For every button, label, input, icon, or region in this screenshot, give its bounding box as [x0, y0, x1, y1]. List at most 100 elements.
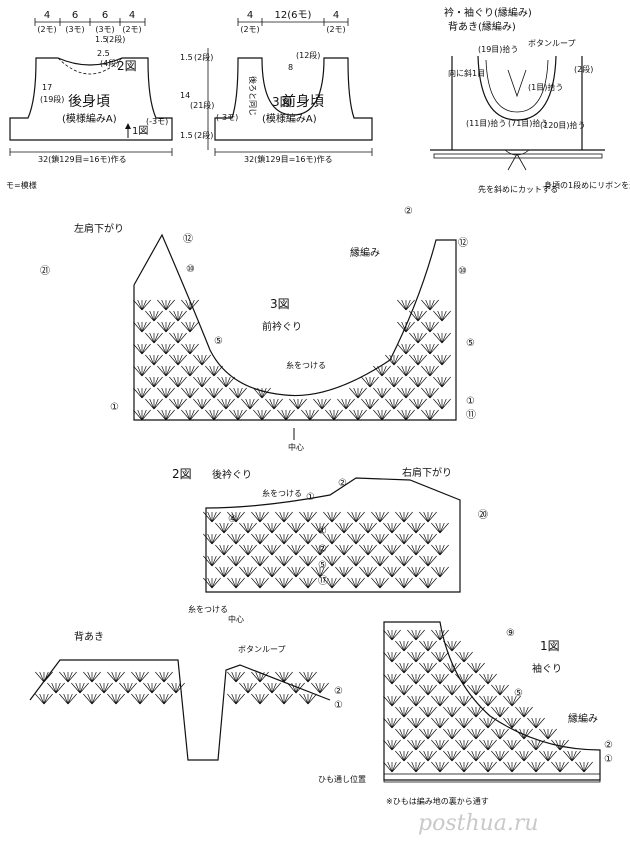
stitch-fan	[323, 577, 341, 589]
stitch-fan	[395, 533, 413, 545]
stitch-fan	[515, 750, 533, 762]
stitch-fan	[145, 310, 163, 322]
back-dim-1-st: (2モ)	[37, 25, 56, 34]
chart1-marker-9: ⑨	[506, 628, 515, 639]
stitch-fan	[275, 693, 293, 705]
chart3-edge: 縁編み	[350, 246, 380, 259]
chart2-marker-2: ②	[338, 478, 347, 489]
stitch-fan	[251, 555, 269, 567]
stitch-fan	[145, 398, 163, 410]
stitch-fan	[479, 695, 497, 707]
stitch-fan	[397, 365, 415, 377]
front-dim-3-st: (2モ)	[326, 25, 345, 34]
stitch-fan	[383, 695, 401, 707]
front-dim-1: 4	[247, 10, 253, 21]
stitch-fan	[491, 750, 509, 762]
stitch-fan	[229, 409, 247, 421]
stitch-fan	[491, 684, 509, 696]
stitch-fan	[563, 750, 581, 762]
stitch-fan	[169, 354, 187, 366]
stitch-fan	[337, 398, 355, 410]
stitch-fan	[131, 671, 149, 683]
stitch-fan	[397, 299, 415, 311]
stitch-fan	[299, 693, 317, 705]
front-body-outline	[214, 57, 373, 141]
stitch-fan	[455, 739, 473, 751]
front-neck-depth: 8	[288, 63, 293, 72]
stitch-fan	[371, 555, 389, 567]
chart1-armhole: 1図 袖ぐり 縁編み ひも通し位置 ※ひもは編み地の裏から通す ⑨ ⑤ ② ①	[318, 621, 613, 806]
back-armhole: 17	[42, 83, 52, 92]
stitch-fan	[157, 299, 175, 311]
stitch-fan	[419, 750, 437, 762]
stitch-fan	[251, 533, 269, 545]
stitch-fan	[419, 577, 437, 589]
stitch-fan	[479, 761, 497, 773]
stitch-fan	[527, 761, 545, 773]
chart3-marker-r10: ⑩	[458, 266, 467, 277]
stitch-fan	[383, 761, 401, 773]
finish-l120: (120目)拾う	[540, 120, 586, 130]
stitch-fan	[227, 511, 245, 523]
finish-ribbon: 身頃の1段めにリボンを通す	[544, 180, 630, 190]
stitch-fan	[455, 761, 473, 773]
stitch-fan	[467, 706, 485, 718]
stitch-fan	[479, 717, 497, 729]
chart2-attach: 糸をつける	[262, 488, 302, 498]
stitch-fan	[277, 409, 295, 421]
stitch-fan	[35, 693, 53, 705]
back-opening-stitch-field	[35, 671, 329, 705]
stitch-fan	[253, 409, 271, 421]
stitch-fan	[47, 682, 65, 694]
chart3-fig-no: 3図	[270, 297, 290, 311]
stitch-fan	[433, 376, 451, 388]
stitch-fan	[215, 566, 233, 578]
stitch-fan	[241, 398, 259, 410]
front-body-schematic: 4 (2モ) 12(6モ) 4 (2モ) 1.5 (2段) 14 (21段) 1…	[180, 10, 373, 164]
chart2-marker-2b: ②	[318, 544, 327, 555]
stitch-fan	[419, 511, 437, 523]
stitch-fan	[491, 728, 509, 740]
stitch-fan	[539, 728, 557, 740]
stitch-fan	[133, 387, 151, 399]
stitch-fan	[263, 522, 281, 534]
stitch-fan	[347, 511, 365, 523]
stitch-fan	[503, 739, 521, 751]
stitch-fan	[169, 376, 187, 388]
front-width: 32(鎖129目=16モ)作る	[244, 154, 333, 164]
stitch-fan	[83, 693, 101, 705]
stitch-fan	[431, 739, 449, 751]
stitch-fan	[287, 566, 305, 578]
stitch-fan	[227, 533, 245, 545]
back-body-schematic: 4 (2モ) 6 (3モ) 6 (3モ) 4 (2モ) 1.5 (2段) 2.5…	[9, 10, 173, 164]
back-opening-marker-1: ①	[334, 700, 343, 711]
stitch-fan	[385, 398, 403, 410]
stitch-fan	[205, 409, 223, 421]
stitch-fan	[157, 365, 175, 377]
stitch-fan	[431, 544, 449, 556]
stitch-fan	[181, 365, 199, 377]
stitch-fan	[467, 662, 485, 674]
stitch-fan	[239, 544, 257, 556]
stitch-fan	[157, 321, 175, 333]
stitch-fan	[455, 673, 473, 685]
stitch-fan	[395, 577, 413, 589]
stitch-fan	[157, 343, 175, 355]
stitch-fan	[371, 577, 389, 589]
stitch-fan	[419, 728, 437, 740]
stitch-fan	[203, 533, 221, 545]
stitch-fan	[169, 332, 187, 344]
back-neck-rows-st: (2段)	[106, 34, 125, 44]
stitch-fan	[383, 651, 401, 663]
chart3-marker-r1: ①	[466, 396, 475, 407]
chart2-title: 後衿ぐり	[212, 468, 252, 481]
stitch-fan	[407, 651, 425, 663]
stitch-fan	[215, 522, 233, 534]
front-rows-mid-st: (21段)	[190, 100, 214, 110]
stitch-fan	[275, 577, 293, 589]
stitch-fan	[263, 566, 281, 578]
stitch-fan	[299, 533, 317, 545]
stitch-fan	[71, 682, 89, 694]
stitch-fan	[157, 409, 175, 421]
stitch-fan	[383, 629, 401, 641]
